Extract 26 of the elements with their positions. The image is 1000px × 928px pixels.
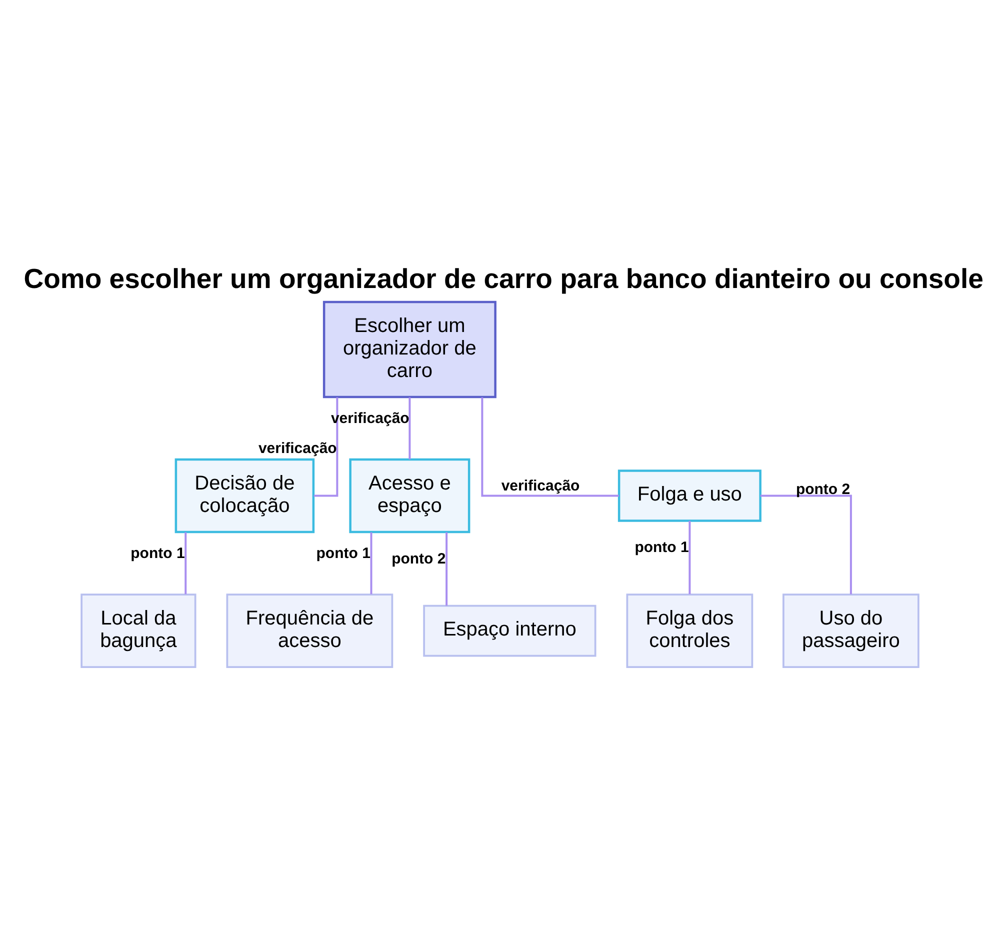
connector <box>184 532 187 594</box>
node-box: Acesso e espaço <box>349 458 470 533</box>
connector <box>760 494 852 594</box>
node-box: Folga dos controles <box>626 593 754 668</box>
node-box: Espaço interno <box>423 604 596 656</box>
node-box: Uso do passageiro <box>782 593 920 668</box>
connector <box>481 396 619 496</box>
edge-label: ponto 1 <box>316 544 370 562</box>
edge-label: ponto 2 <box>796 480 850 498</box>
edge-label: verificação <box>330 409 410 426</box>
diagram-title: Como escolher um organizador de carro para banco dianteiro ou console <box>24 262 984 294</box>
node-box: Frequência de acesso <box>226 593 394 668</box>
node-box: Folga e uso <box>618 469 762 522</box>
node-box: Decisão de colocação <box>174 458 315 533</box>
edge-label: ponto 1 <box>634 538 689 556</box>
edge-label: verificação <box>258 439 337 456</box>
connector <box>688 520 691 594</box>
node-box: Escolher um organizador de carro <box>322 300 496 398</box>
connector <box>314 396 338 496</box>
edge-label: verificação <box>501 476 580 494</box>
connector <box>370 532 372 594</box>
edge-label: ponto 1 <box>130 544 185 562</box>
edge-label: ponto 2 <box>392 550 446 567</box>
node-box: Local da bagunça <box>80 593 196 668</box>
connector <box>446 532 448 606</box>
connector <box>408 396 411 459</box>
